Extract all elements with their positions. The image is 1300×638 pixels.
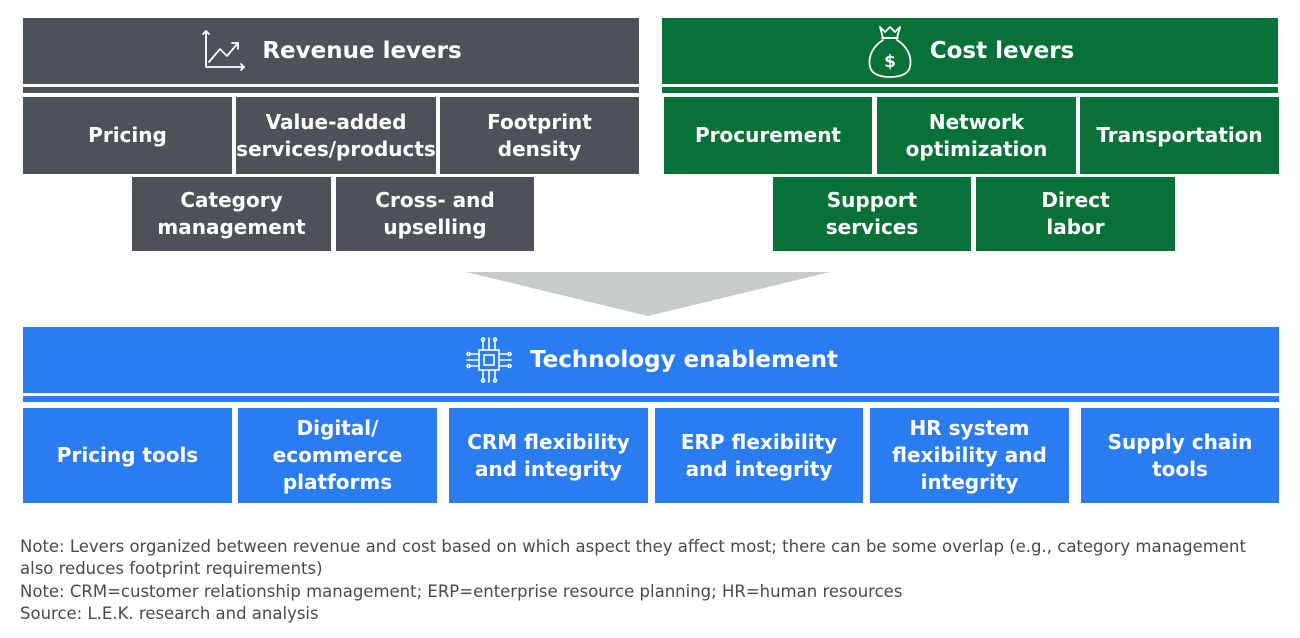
- cost-divider: [662, 87, 1278, 93]
- technology-enablement-header: Technology enablement: [23, 327, 1279, 393]
- svg-text:$: $: [884, 52, 896, 72]
- lever-value-added-services: Value-added services/products: [236, 97, 436, 174]
- lever-category-management: Category management: [132, 177, 331, 251]
- lever-procurement: Procurement: [664, 97, 872, 174]
- source-note: Source: L.E.K. research and analysis: [20, 603, 319, 623]
- revenue-divider: [23, 87, 639, 93]
- cost-levers-header: $ Cost levers: [662, 18, 1278, 84]
- note-levers: Note: Levers organized between revenue a…: [20, 537, 1246, 579]
- lever-pricing: Pricing: [23, 97, 232, 174]
- lever-direct-labor: Direct labor: [976, 177, 1175, 251]
- tech-supply-chain: Supply chain tools: [1081, 408, 1279, 503]
- lever-cross-upselling: Cross- and upselling: [336, 177, 534, 251]
- lever-network-optimization: Network optimization: [877, 97, 1076, 174]
- cost-levers-title: Cost levers: [929, 38, 1075, 64]
- footnotes: Note: Levers organized between revenue a…: [20, 536, 1280, 625]
- tech-crm: CRM flexibility and integrity: [449, 408, 648, 503]
- lever-transportation: Transportation: [1080, 97, 1279, 174]
- revenue-levers-header: Revenue levers: [23, 18, 639, 84]
- lever-footprint-density: Footprint density: [440, 97, 639, 174]
- circuit-chip-icon: [466, 337, 512, 383]
- tech-hr-system: HR system flexibility and integrity: [870, 408, 1069, 503]
- down-arrow: [466, 272, 830, 316]
- tech-erp: ERP flexibility and integrity: [655, 408, 863, 503]
- technology-divider: [23, 396, 1279, 402]
- money-bag-icon: $: [868, 26, 912, 78]
- tech-pricing-tools: Pricing tools: [23, 408, 232, 503]
- lever-support-services: Support services: [773, 177, 971, 251]
- revenue-levers-title: Revenue levers: [262, 38, 462, 64]
- note-abbreviations: Note: CRM=customer relationship manageme…: [20, 581, 903, 601]
- technology-enablement-title: Technology enablement: [530, 347, 838, 373]
- tech-digital-ecommerce: Digital/ ecommerce platforms: [238, 408, 437, 503]
- growth-chart-icon: [202, 30, 246, 71]
